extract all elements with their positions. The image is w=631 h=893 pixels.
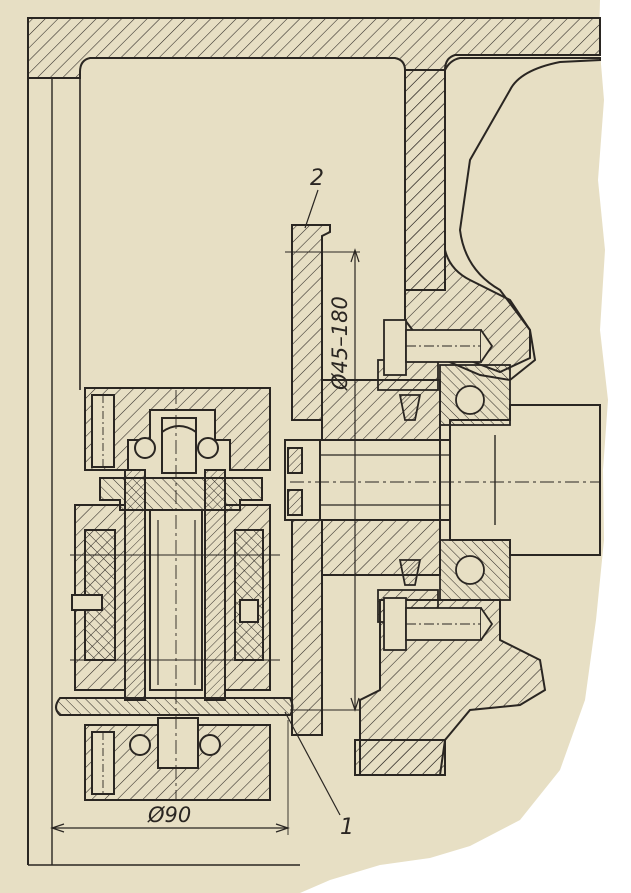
right-bolts [383, 319, 494, 651]
part-2-callout: 2 [310, 166, 324, 191]
left-base-flange [55, 697, 294, 716]
housing-frame [27, 17, 601, 865]
part-1-callout: 1 [340, 815, 354, 840]
diameter-range-label: Ø45–180 [328, 296, 352, 391]
left-sleeve [70, 469, 280, 701]
left-top-cap [84, 387, 271, 474]
torn-page-edge [300, 0, 631, 893]
housing-top-wall [27, 17, 601, 291]
diameter-90-label: Ø90 [147, 803, 191, 827]
left-bottom-cap [84, 390, 271, 801]
dimension-lines [50, 189, 360, 835]
